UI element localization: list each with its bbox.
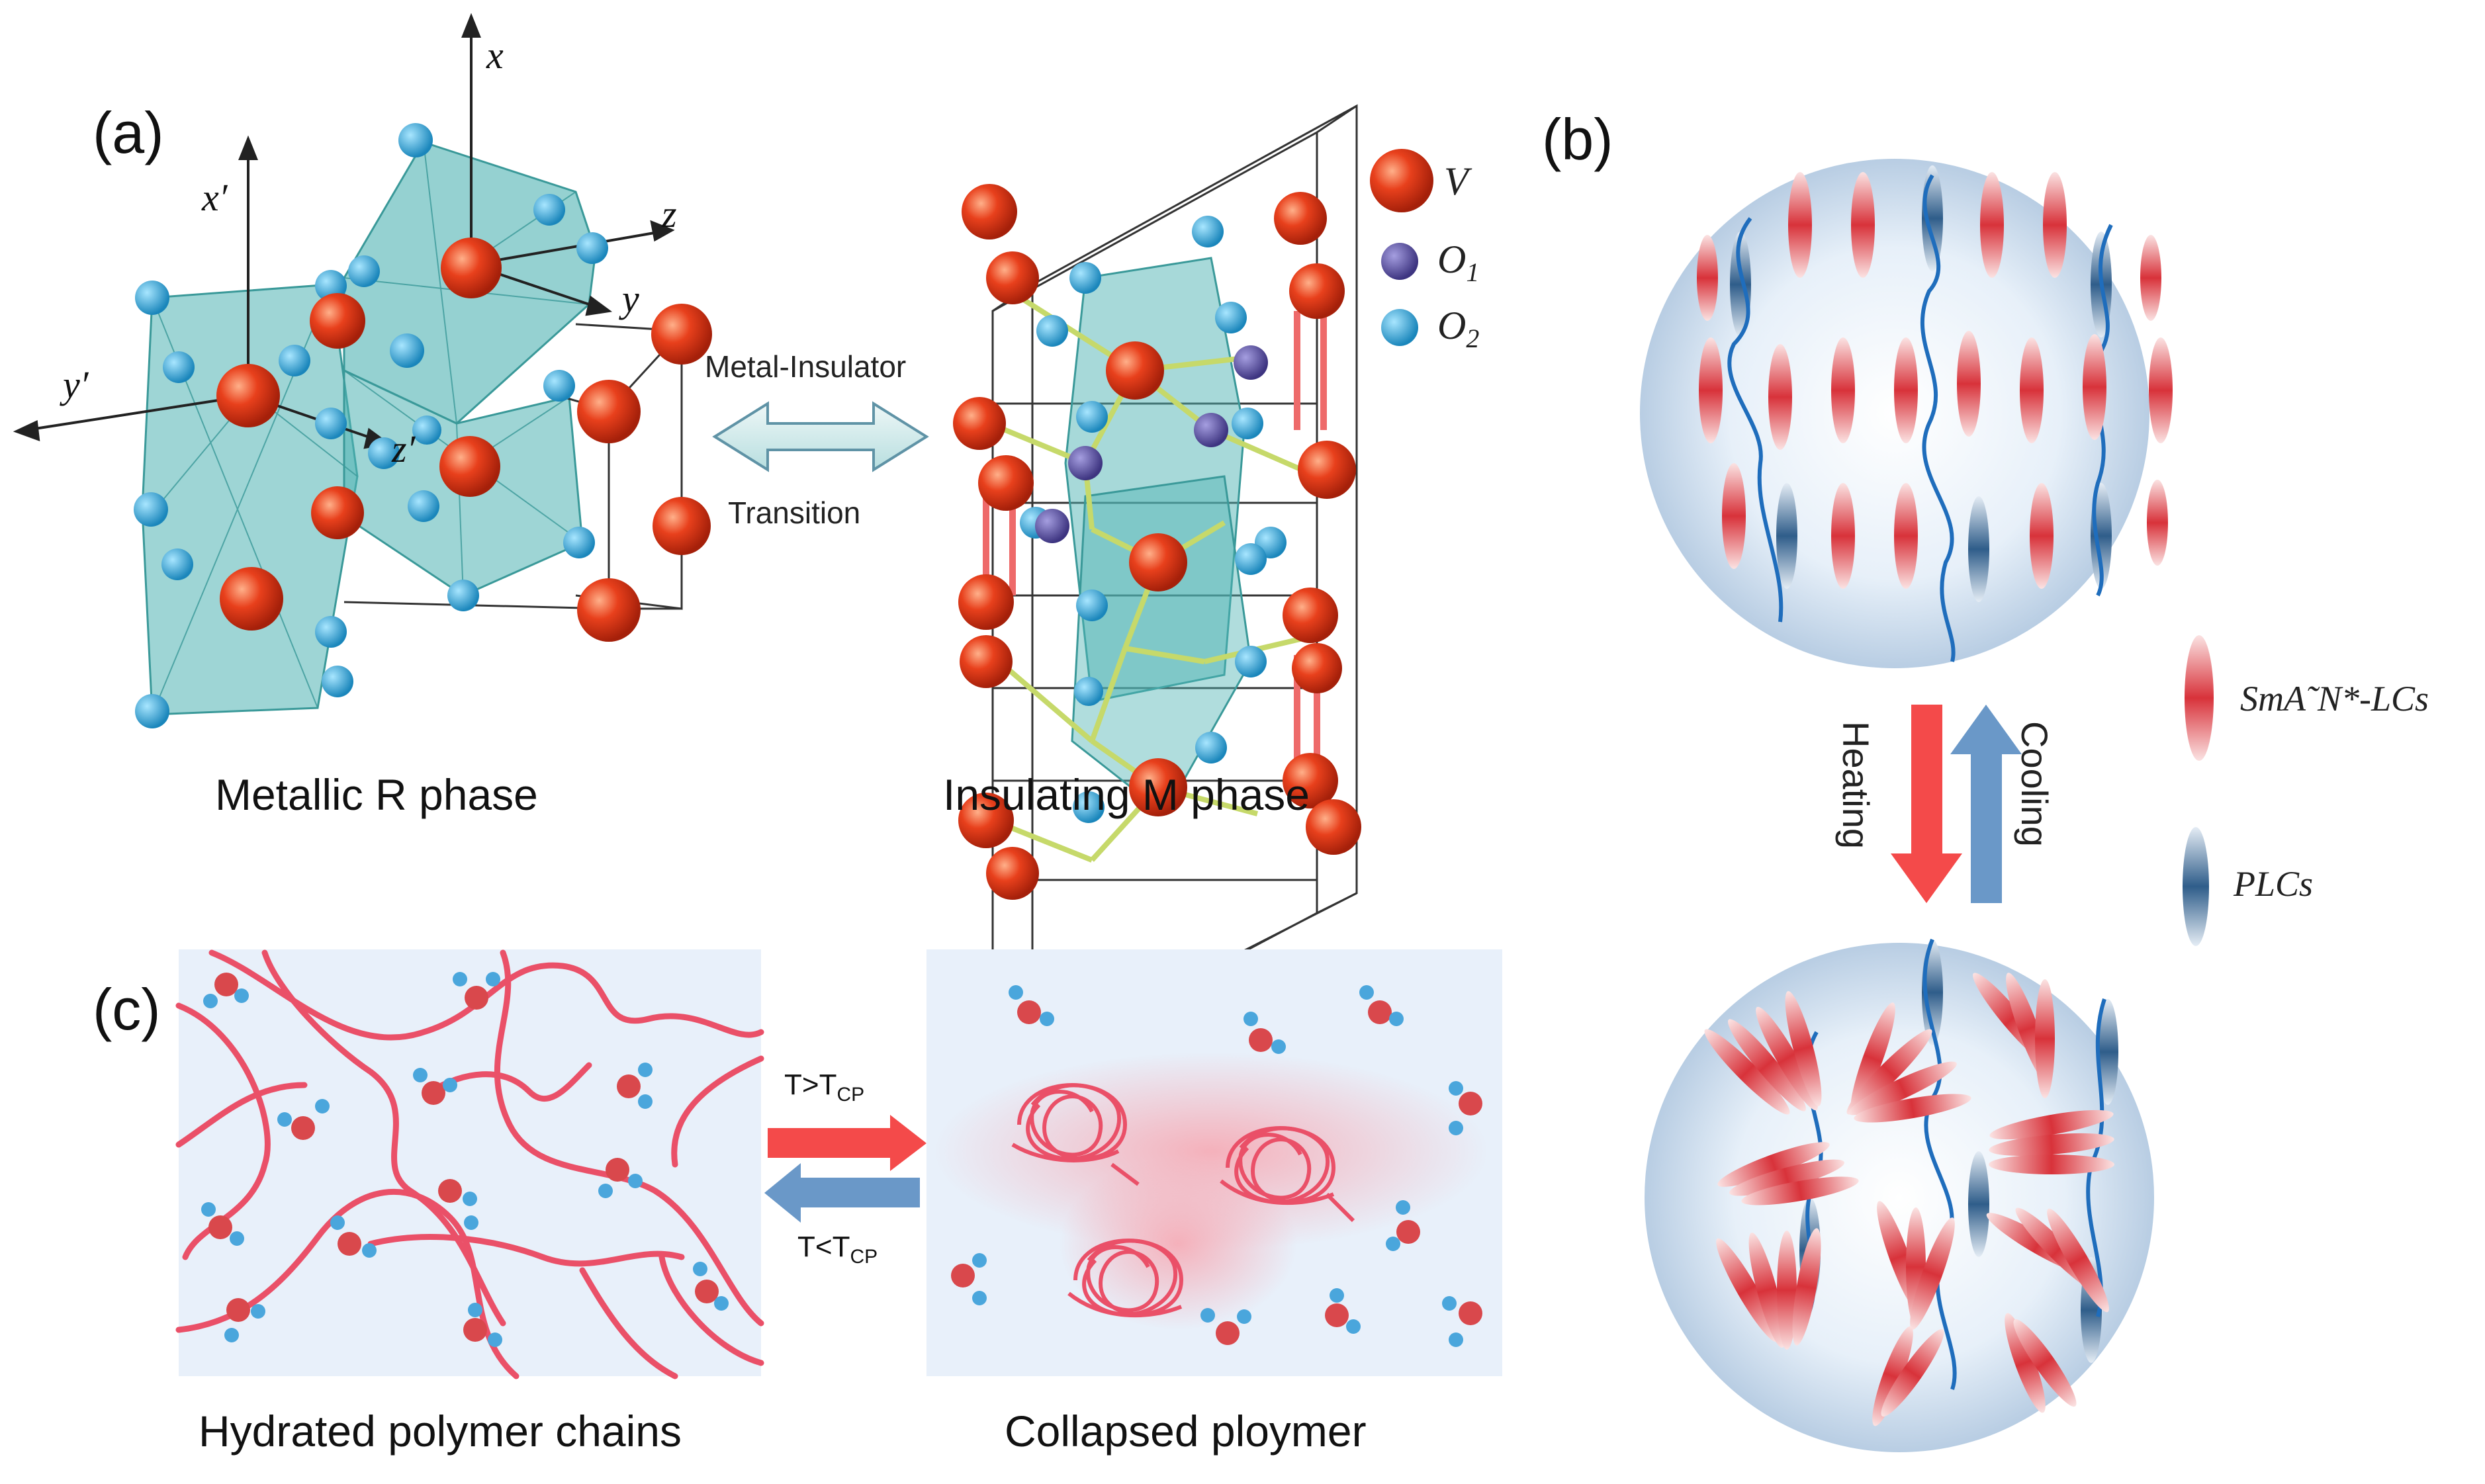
axis-x-label: x — [486, 34, 504, 77]
panel-b-label: (b) — [1542, 107, 1613, 172]
caption-collapsed-polymer: Collapsed ploymer — [1005, 1407, 1367, 1456]
legend-smectic-marker — [2185, 635, 2214, 761]
legend-plc-label: PLCs — [2234, 864, 2314, 904]
metallic-r-phase-structure — [13, 13, 712, 728]
panel-a-label: (a) — [93, 100, 164, 165]
legend-o2-label: O2 — [1437, 304, 1480, 353]
water-molecules — [201, 972, 1482, 1347]
axis-z-prime-label: z′ — [392, 427, 416, 470]
sphere-smectic-phase — [1640, 159, 2173, 668]
axis-z-label: z — [662, 193, 677, 236]
caption-insulating-m-phase: Insulating M phase — [943, 770, 1310, 819]
transition-top-label: Metal-Insulator — [705, 349, 907, 384]
axis-y-prime-label: y′ — [63, 363, 89, 406]
insulating-m-phase-structure — [953, 104, 1361, 1087]
legend-v-label: V — [1444, 159, 1468, 203]
legend-o1-marker — [1381, 243, 1418, 280]
axis-y-label: y — [622, 277, 639, 320]
panel-c-label: (c) — [93, 977, 161, 1042]
caption-hydrated-polymer: Hydrated polymer chains — [199, 1407, 682, 1456]
cooling-label: Cooling — [2014, 721, 2056, 847]
legend-smectic-label: SmA˜N*-LCs — [2240, 679, 2429, 719]
transition-bottom-label: Transition — [728, 496, 861, 530]
arrow-top-label: T>TCP — [784, 1069, 865, 1106]
cp-arrows — [764, 1115, 926, 1223]
caption-metallic-r-phase: Metallic R phase — [215, 770, 538, 819]
legend-o1-label: O1 — [1437, 238, 1480, 287]
legend-a-markers — [1370, 149, 1433, 346]
legend-plc-marker — [2183, 827, 2209, 946]
sphere-cholesteric-phase — [1645, 938, 2154, 1452]
axis-x-prime-label: x′ — [202, 176, 228, 219]
legend-o2-marker — [1381, 309, 1418, 346]
transition-double-arrow — [712, 401, 929, 472]
collapsed-polymer-panel — [926, 949, 1502, 1376]
heating-arrow — [1891, 705, 1962, 903]
legend-v-marker — [1370, 149, 1433, 212]
legend-b-markers — [2183, 635, 2214, 946]
cooling-arrow — [1950, 705, 2022, 903]
arrow-bottom-label: T<TCP — [797, 1231, 878, 1268]
heating-label: Heating — [1835, 721, 1877, 850]
